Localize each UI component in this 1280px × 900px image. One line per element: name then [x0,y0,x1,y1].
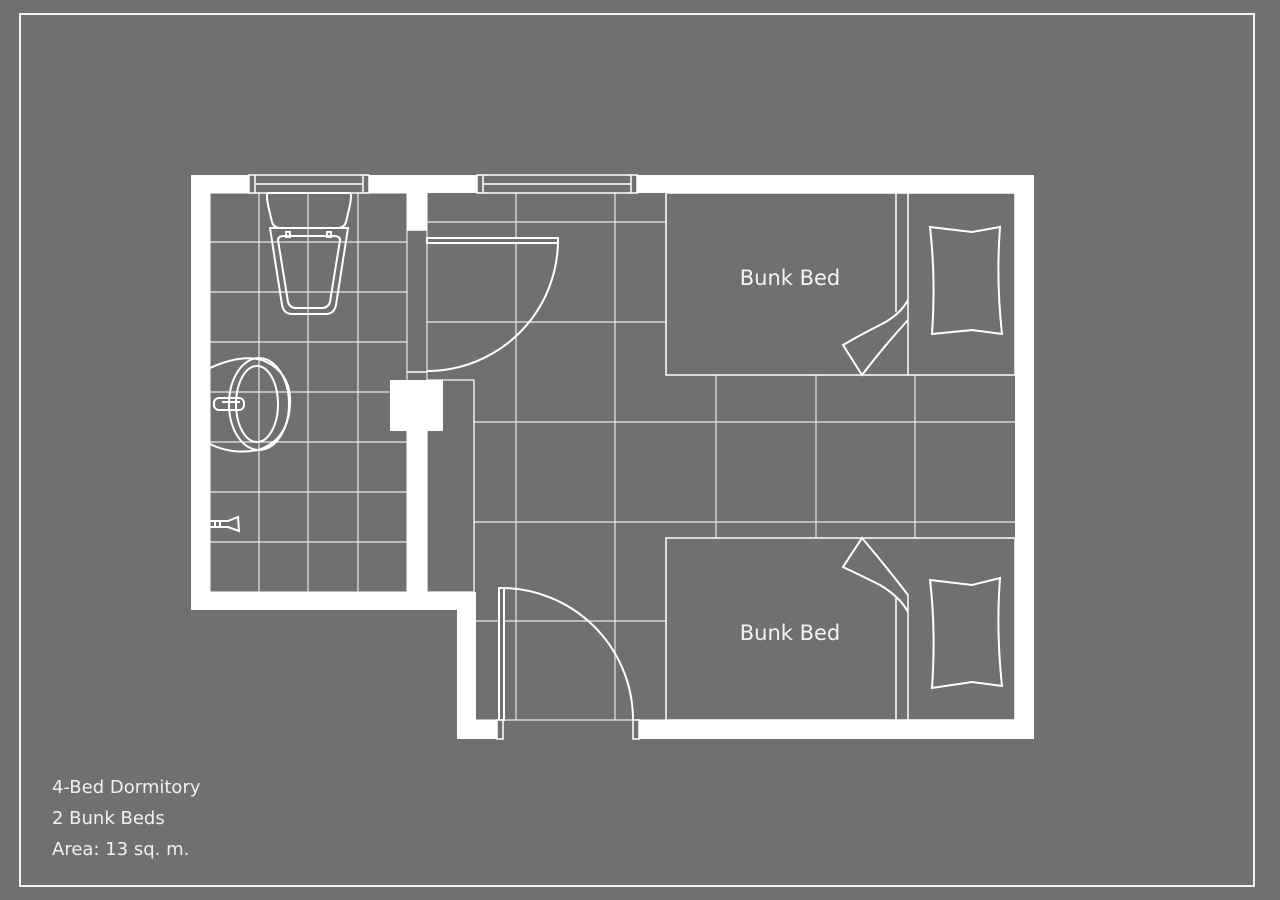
blanket-fold-icon [841,299,909,377]
walls [191,175,1034,739]
room-caption: 4-Bed Dormitory 2 Bunk Beds Area: 13 sq.… [52,772,201,865]
bed-count: 2 Bunk Beds [52,808,165,829]
bedroom-floor-tiles [426,193,1015,721]
window-bathroom [248,174,370,194]
outer-frame [19,13,1255,887]
pillow-icon [928,225,1004,336]
blanket-fold-icon [841,536,909,613]
room-title: 4-Bed Dormitory [52,777,201,798]
bunk-bed-1: Bunk Bed [665,192,1016,377]
window-bedroom [476,174,638,194]
toilet-icon [266,192,352,315]
bed-label-2: Bunk Bed [740,621,841,645]
shower-icon [210,515,241,533]
bed-label-1: Bunk Bed [740,266,841,290]
entry-door[interactable] [496,587,640,740]
room-area: Area: 13 sq. m. [52,839,190,860]
bunk-bed-2: Bunk Bed [665,536,1016,721]
bathroom-door[interactable] [407,229,559,373]
pillow-icon [928,576,1004,690]
sink-icon [209,357,292,453]
